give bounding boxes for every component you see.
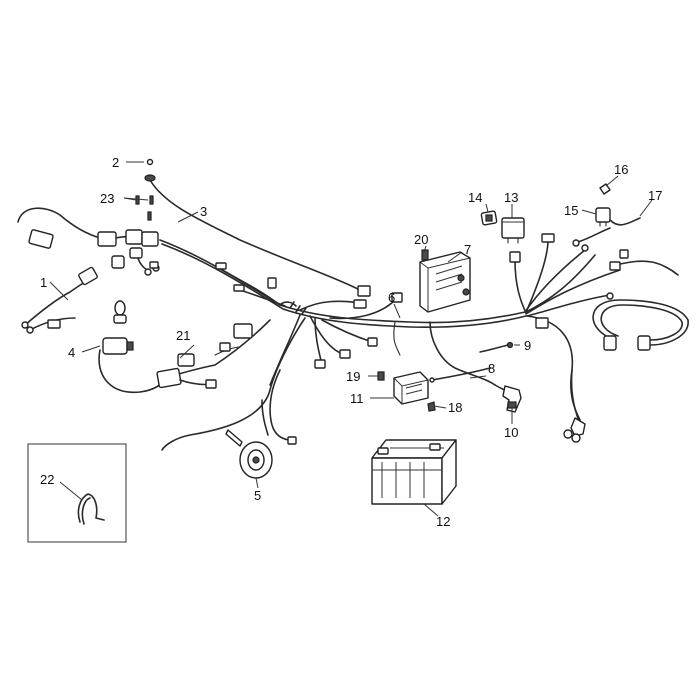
callout-5: 5 (254, 488, 261, 503)
callout-leaders (49, 161, 653, 517)
callout-1: 1 (40, 275, 47, 290)
callout-4: 4 (68, 345, 75, 360)
harness-connectors (215, 233, 614, 445)
callout-13: 13 (504, 190, 518, 205)
part-19-screw (377, 371, 385, 381)
callout-20: 20 (414, 232, 428, 247)
callout-6: 6 (388, 290, 395, 305)
callout-8: 8 (488, 361, 495, 376)
part-20-screw (421, 249, 429, 261)
callout-14: 14 (468, 190, 482, 205)
part-2-grommet (144, 158, 156, 182)
callout-23: 23 (100, 191, 114, 206)
part-16-clip (599, 183, 611, 195)
main-wiring-harness (159, 239, 621, 451)
part-14-fuse-holder (480, 210, 498, 226)
callout-21: 21 (176, 328, 190, 343)
callout-19: 19 (346, 369, 360, 384)
part-4-ignition-switch (98, 300, 166, 393)
callout-16: 16 (614, 162, 628, 177)
part-1-sub-harness (21, 266, 98, 334)
callout-22: 22 (40, 472, 54, 487)
speed-sensor-cable (592, 299, 689, 351)
part-9-wire (479, 341, 514, 353)
part-17-wire (572, 217, 641, 247)
part-12-battery (371, 439, 457, 505)
callout-9: 9 (524, 338, 531, 353)
callout-2: 2 (112, 155, 119, 170)
callout-7: 7 (464, 242, 471, 257)
part-10-spark-plug-cap (494, 384, 522, 413)
part-13-relay (501, 217, 525, 244)
part-7-cdi-unit (419, 251, 471, 313)
callout-10: 10 (504, 425, 518, 440)
part-5-horn (225, 429, 273, 479)
callout-18: 18 (448, 400, 462, 415)
callout-11: 11 (350, 391, 364, 406)
front-harness-cluster (17, 207, 160, 276)
callout-17: 17 (648, 188, 662, 203)
right-branch-connectors (609, 249, 679, 276)
part-3-wire (149, 179, 371, 297)
part-15-relay (595, 207, 611, 227)
part-21-sub-harness (156, 319, 271, 389)
callout-3: 3 (200, 204, 207, 219)
callout-12: 12 (436, 514, 450, 529)
part-22-inset (27, 443, 127, 543)
part-18-screw (427, 401, 436, 412)
part-23-screws (135, 195, 154, 221)
callout-15: 15 (564, 203, 578, 218)
part-11-voltage-regulator (393, 371, 429, 405)
callout-labels: 1 2 3 4 5 6 7 8 9 10 11 12 13 14 15 16 1… (40, 155, 662, 529)
part-8-cable (429, 367, 491, 383)
rear-plug-cap (563, 369, 586, 443)
